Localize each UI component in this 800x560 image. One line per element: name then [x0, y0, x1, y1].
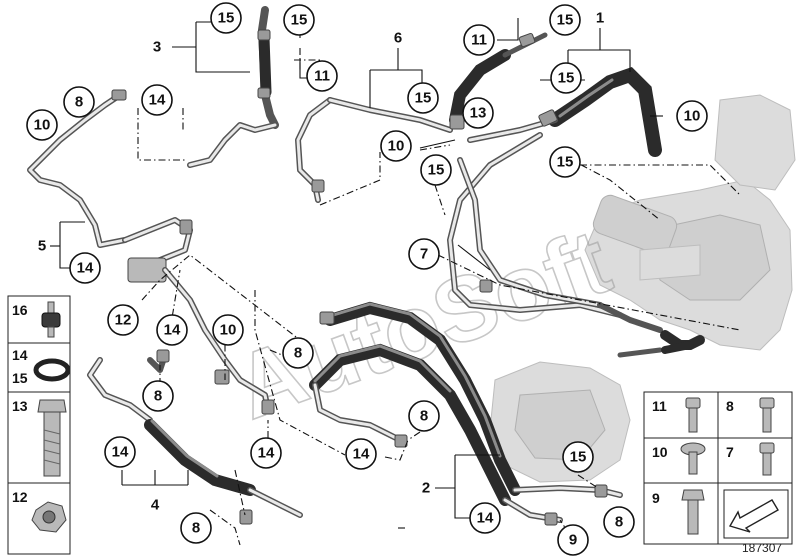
- callout: 15: [210, 2, 242, 34]
- callout: 11: [463, 24, 495, 56]
- legend-number: 16: [12, 302, 28, 318]
- svg-text:15: 15: [557, 154, 574, 171]
- callout: 14: [141, 84, 173, 116]
- svg-text:8: 8: [615, 514, 623, 531]
- rubber-mount-icon: [41, 301, 61, 338]
- svg-text:14: 14: [77, 260, 94, 277]
- callout: 14: [156, 314, 188, 346]
- group-number: 4: [151, 497, 160, 514]
- callouts: 15 15 11 15 11 15 8 14 10 15 13 15 10 10…: [26, 2, 708, 556]
- callout: 9: [557, 524, 589, 556]
- svg-text:7: 7: [420, 246, 428, 263]
- bolt-icon: [37, 399, 67, 477]
- callout: 7: [408, 238, 440, 270]
- svg-text:14: 14: [112, 444, 129, 461]
- socket-screw-icon: [685, 397, 701, 433]
- callout: 14: [469, 502, 501, 534]
- callout: 8: [408, 400, 440, 432]
- legend-number: 11: [652, 398, 667, 414]
- svg-text:10: 10: [34, 117, 51, 134]
- legend-number: 8: [726, 398, 734, 414]
- svg-text:15: 15: [557, 12, 574, 29]
- socket-screw-icon: [759, 442, 775, 476]
- legend-number: 10: [652, 444, 668, 460]
- svg-text:8: 8: [420, 408, 428, 425]
- svg-text:15: 15: [291, 12, 308, 29]
- legend-number: 13: [12, 398, 28, 414]
- group-numbers: 3 6 1 5 2 4: [38, 10, 604, 514]
- o-ring-icon: [33, 358, 71, 382]
- pump-ghost: [489, 361, 631, 483]
- callout: 15: [549, 4, 581, 36]
- svg-text:10: 10: [220, 322, 237, 339]
- svg-text:12: 12: [115, 312, 132, 329]
- svg-text:9: 9: [569, 532, 577, 549]
- group-number: 6: [394, 30, 402, 47]
- svg-text:14: 14: [477, 510, 494, 527]
- callout: 15: [283, 4, 315, 36]
- svg-text:15: 15: [428, 162, 445, 179]
- svg-text:11: 11: [471, 32, 487, 49]
- legend-number: 7: [726, 444, 734, 460]
- torx-screw-icon: [680, 442, 706, 475]
- legend-number: 9: [652, 490, 660, 506]
- svg-text:15: 15: [558, 70, 575, 87]
- svg-text:13: 13: [470, 105, 487, 122]
- svg-text:8: 8: [75, 94, 83, 111]
- svg-text:8: 8: [192, 520, 200, 537]
- socket-screw-icon: [759, 397, 775, 433]
- callout: 8: [180, 512, 212, 544]
- callout: 10: [26, 109, 58, 141]
- legend-number: 15: [12, 370, 28, 386]
- hoses-and-pipes: [27, 6, 705, 523]
- valve-block: [127, 257, 167, 283]
- svg-text:14: 14: [164, 322, 181, 339]
- callout: 15: [550, 62, 582, 94]
- dashed-leader-lines: [137, 15, 741, 546]
- svg-text:10: 10: [388, 138, 405, 155]
- group-number: 3: [153, 39, 161, 56]
- nut-icon: [31, 501, 67, 533]
- arrow-icon: [728, 499, 779, 533]
- callout: 8: [603, 506, 635, 538]
- svg-text:10: 10: [684, 108, 701, 125]
- svg-text:15: 15: [415, 90, 432, 107]
- group-number: 2: [422, 480, 430, 497]
- legend-number: 12: [12, 489, 28, 505]
- callout: 15: [549, 146, 581, 178]
- callout: 14: [69, 252, 101, 284]
- callout: 12: [107, 304, 139, 336]
- callout: 15: [407, 82, 439, 114]
- group-number: 1: [596, 10, 604, 27]
- svg-text:14: 14: [258, 445, 275, 462]
- callout: 14: [250, 437, 282, 469]
- legend-number: 14: [12, 347, 28, 363]
- callout: 10: [676, 100, 708, 132]
- svg-text:14: 14: [149, 92, 166, 109]
- callout: 8: [142, 380, 174, 412]
- svg-text:15: 15: [218, 10, 235, 27]
- steering-gear-ghost: [584, 94, 796, 351]
- callout: 11: [306, 60, 338, 92]
- callout: 8: [282, 337, 314, 369]
- callout: 8: [63, 86, 95, 118]
- callout: 13: [462, 97, 494, 129]
- svg-text:11: 11: [314, 68, 330, 85]
- svg-text:8: 8: [154, 388, 162, 405]
- callout: 15: [562, 441, 594, 473]
- hex-bolt-icon: [681, 489, 705, 535]
- callout: 14: [104, 436, 136, 468]
- svg-text:14: 14: [353, 446, 370, 463]
- callout: 14: [345, 438, 377, 470]
- svg-text:15: 15: [570, 449, 587, 466]
- legend-right: 11 8 10 7 9: [643, 391, 793, 545]
- callout: 15: [420, 154, 452, 186]
- group-number: 5: [38, 238, 46, 255]
- callout: 10: [212, 314, 244, 346]
- callout: 10: [380, 130, 412, 162]
- legend-left: 16 14 15 13 12: [7, 295, 71, 555]
- svg-text:8: 8: [294, 345, 302, 362]
- diagram-reference: 187307: [742, 541, 782, 555]
